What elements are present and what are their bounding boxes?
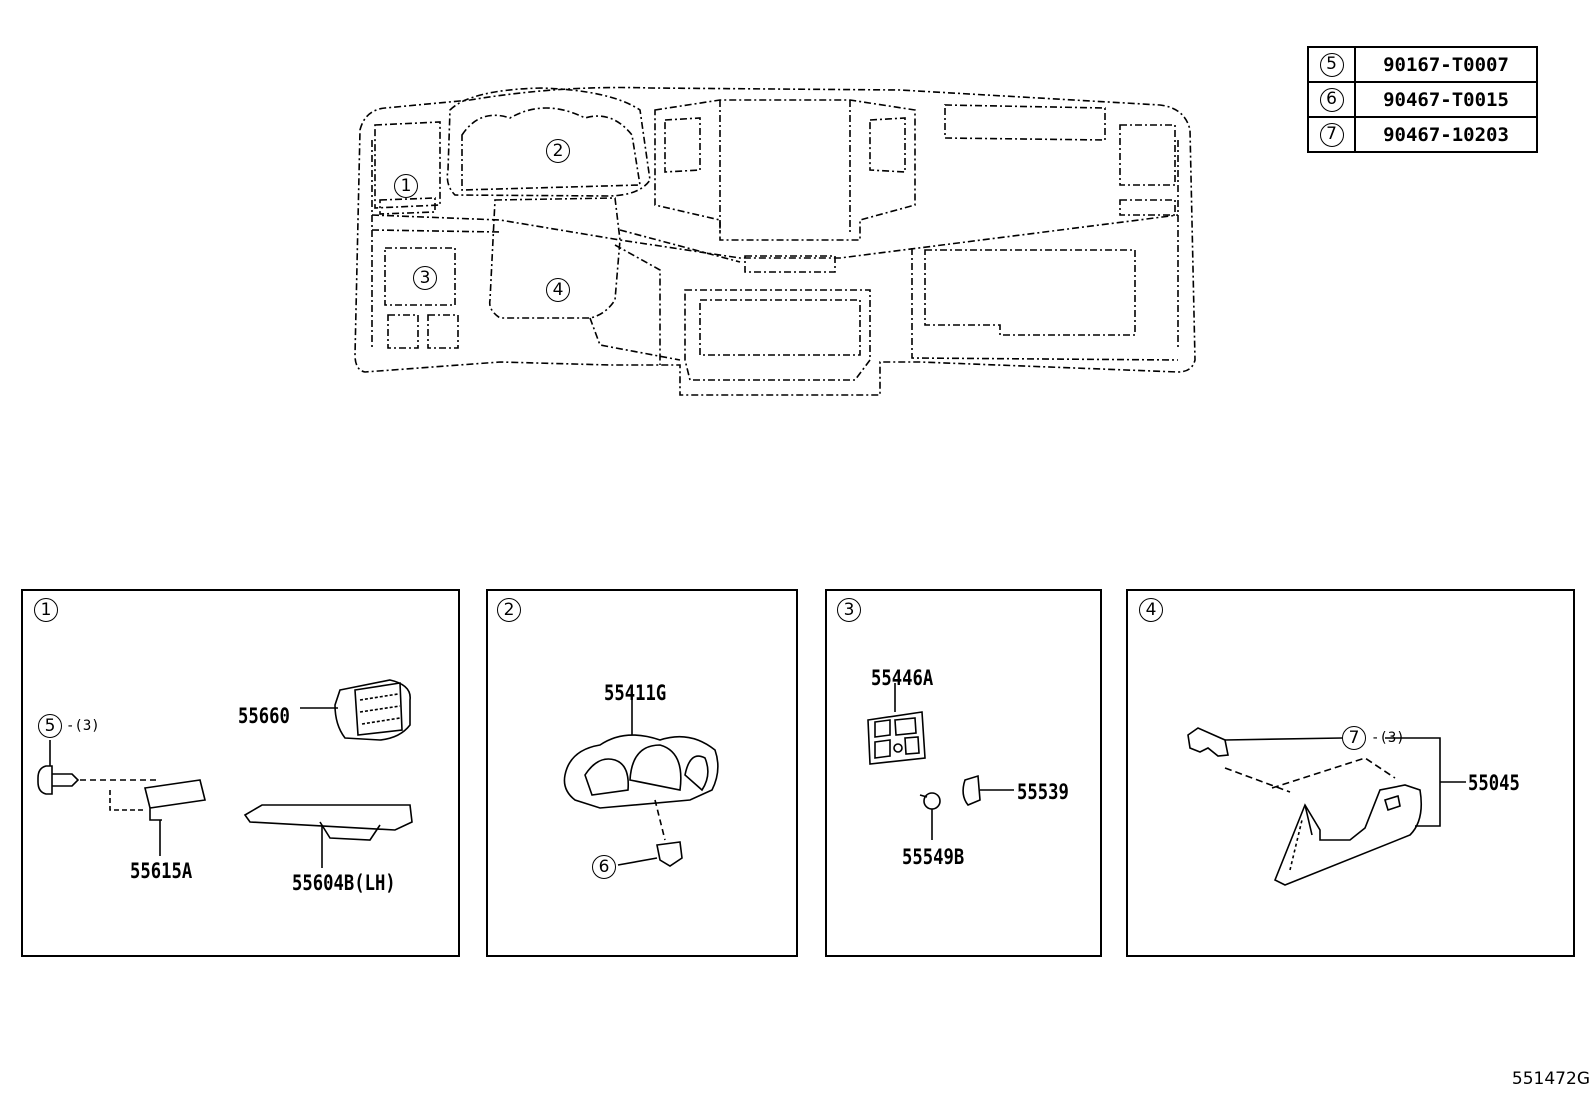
diagram-code: 551472G	[1511, 1069, 1590, 1089]
callout-3: 3	[413, 266, 437, 290]
callout-4: 4	[546, 278, 570, 302]
part-label-55604B: 55604B(LH)	[292, 871, 396, 895]
callout-2: 2	[546, 139, 570, 163]
ref-row: 6 90467-T0015	[1307, 81, 1538, 118]
detail-panel-3	[825, 589, 1102, 957]
screw-quantity: -(3)	[66, 718, 100, 734]
part-label-55045: 55045	[1468, 771, 1520, 795]
detail-panel-2	[486, 589, 798, 957]
ref-part-number: 90467-10203	[1354, 116, 1538, 153]
panel-2-key: 2	[497, 598, 521, 622]
detail-panel-1	[21, 589, 460, 957]
part-label-55549B: 55549B	[902, 845, 965, 869]
part-label-55539: 55539	[1017, 780, 1069, 804]
ref-part-number: 90467-T0015	[1354, 81, 1538, 118]
screw-ref-circle: 5	[38, 714, 62, 738]
clip-ref-circle: 7	[1342, 726, 1366, 750]
callout-1: 1	[394, 174, 418, 198]
ref-row: 5 90167-T0007	[1307, 46, 1538, 83]
panel-3-key: 3	[837, 598, 861, 622]
ref-row: 7 90467-10203	[1307, 116, 1538, 153]
clip-ref-circle: 6	[592, 855, 616, 879]
reference-table: 5 90167-T0007 6 90467-T0015 7 90467-1020…	[1307, 46, 1538, 153]
ref-key-circle: 7	[1319, 122, 1344, 147]
part-label-55446A: 55446A	[871, 666, 934, 690]
panel-1-key: 1	[34, 598, 58, 622]
panel-4-key: 4	[1139, 598, 1163, 622]
ref-part-number: 90167-T0007	[1354, 46, 1538, 83]
part-label-55615A: 55615A	[130, 859, 193, 883]
part-label-55411G: 55411G	[604, 681, 667, 705]
ref-key-circle: 5	[1319, 52, 1344, 77]
detail-panel-4	[1126, 589, 1575, 957]
ref-key-circle: 6	[1319, 87, 1344, 112]
part-label-55660: 55660	[238, 704, 290, 728]
